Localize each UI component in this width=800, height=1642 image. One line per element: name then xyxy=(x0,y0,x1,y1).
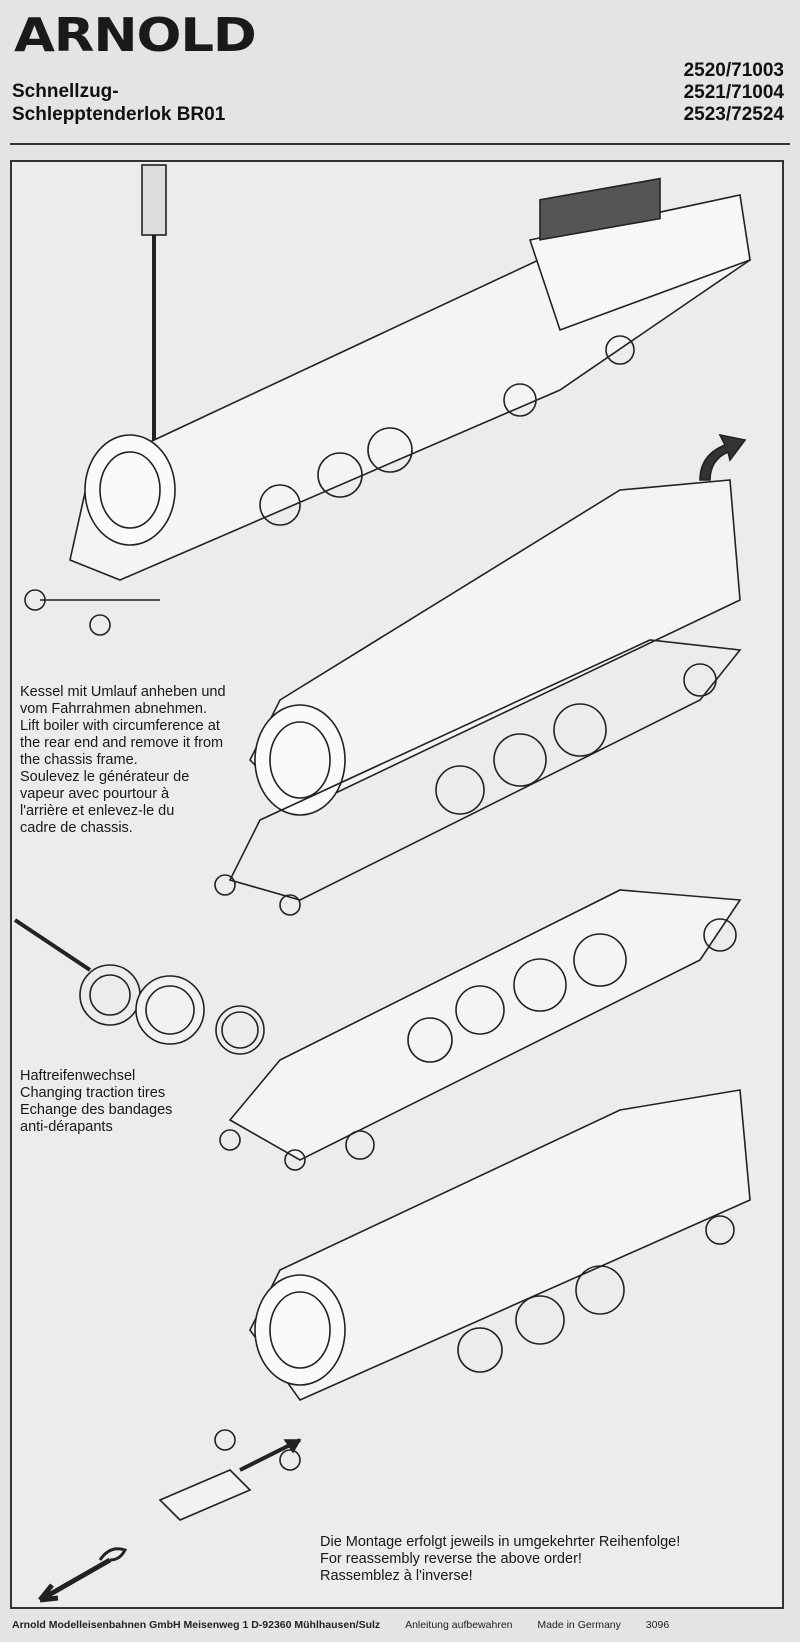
coupler-hook-icon xyxy=(98,1547,128,1562)
remove-arrow-icon xyxy=(38,1557,112,1603)
traction-tire-instructions: Haftreifenwechsel Changing traction tire… xyxy=(20,1068,172,1136)
text-fr: Echange des bandages xyxy=(20,1102,173,1118)
text-en: Changing traction tires xyxy=(20,1085,166,1101)
footer: Arnold Modelleisenbahnen GmbH Meisenweg … xyxy=(12,1619,691,1631)
header-divider xyxy=(10,143,790,145)
text-de: Kessel mit Umlauf anheben und xyxy=(20,684,226,700)
title-line-1: Schnellzug- xyxy=(12,81,119,102)
print-code: 3096 xyxy=(645,1619,670,1631)
text-fr: Soulevez le générateur de xyxy=(20,769,190,785)
boiler-removal-instructions: Kessel mit Umlauf anheben und vom Fahrra… xyxy=(20,684,280,837)
text-fr: anti-dérapants xyxy=(20,1119,113,1135)
text-de: vom Fahrrahmen abnehmen. xyxy=(20,701,207,717)
text-en: the chassis frame. xyxy=(20,752,138,768)
made-in: Made in Germany xyxy=(537,1619,621,1631)
arnold-logo: ARNOLD xyxy=(14,8,257,62)
text-fr: Rassemblez à l'inverse! xyxy=(320,1568,473,1584)
text-de: Die Montage erfolgt jeweils in umgekehrt… xyxy=(320,1534,681,1550)
text-en: Lift boiler with circumference at xyxy=(20,718,220,734)
locomotive-complete-illustration xyxy=(24,177,751,636)
screwdriver-illustration xyxy=(141,164,167,440)
text-de: Haftreifenwechsel xyxy=(20,1068,136,1084)
text-en: For reassembly reverse the above order! xyxy=(320,1551,582,1567)
text-en: the rear end and remove it from xyxy=(20,735,224,751)
boiler-lifted-illustration xyxy=(214,479,742,916)
text-fr: cadre de chassis. xyxy=(20,820,133,836)
traction-tire-illustration xyxy=(13,918,265,1055)
page-title: Schnellzug- Schlepptenderlok BR01 xyxy=(12,80,225,126)
keep-instructions-note: Anleitung aufbewahren xyxy=(405,1619,513,1631)
reassembly-instructions: Die Montage erfolgt jeweils in umgekehrt… xyxy=(320,1534,680,1585)
article-number: 2521/71004 xyxy=(683,82,784,103)
company-address: Arnold Modelleisenbahnen GmbH Meisenweg … xyxy=(12,1619,381,1631)
locomotive-reassembled-illustration xyxy=(214,1089,751,1471)
lift-arrow-icon xyxy=(699,433,747,481)
text-fr: l'arrière et enlevez-le du xyxy=(20,803,175,819)
article-number: 2520/71003 xyxy=(683,60,784,81)
chassis-illustration xyxy=(219,889,742,1171)
article-number: 2523/72524 xyxy=(683,104,784,125)
text-fr: vapeur avec pourtour à xyxy=(20,786,170,802)
article-numbers: 2520/71003 2521/71004 2523/72524 xyxy=(684,60,784,126)
title-line-2: Schlepptenderlok BR01 xyxy=(12,104,226,125)
coupler-illustration xyxy=(158,1438,302,1521)
